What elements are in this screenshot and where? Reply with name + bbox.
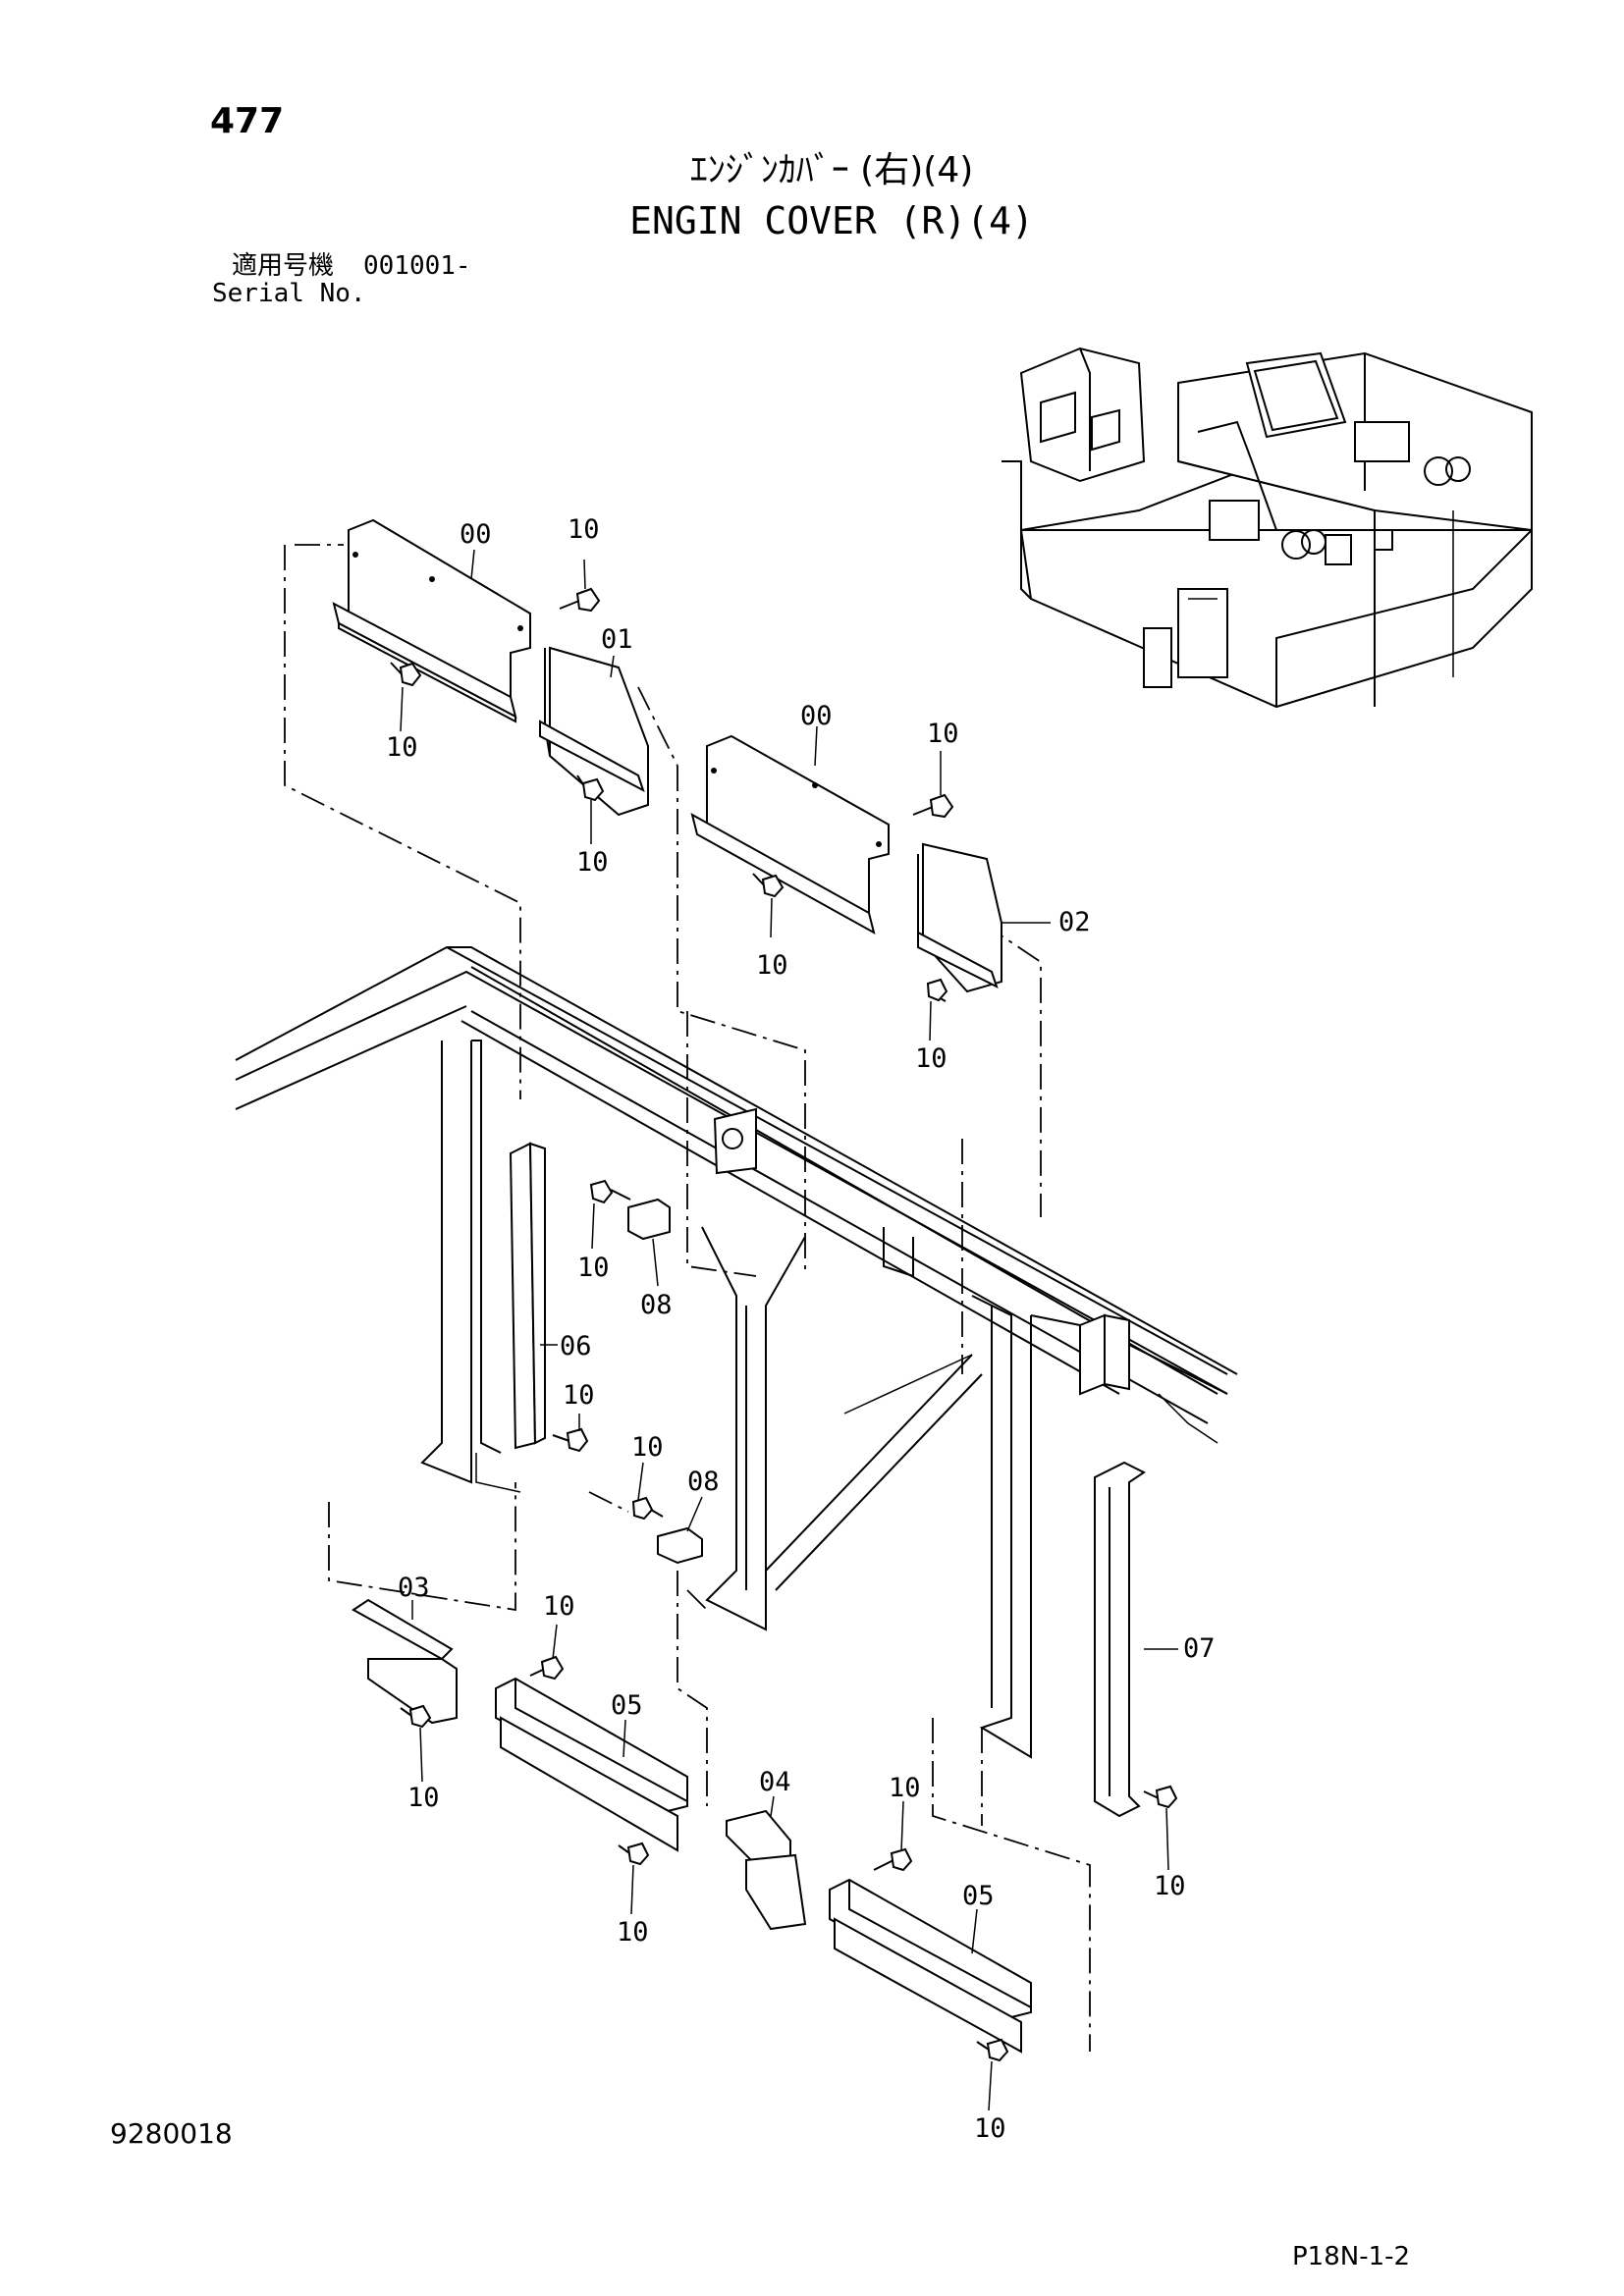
callout-label: 00	[800, 701, 833, 731]
bolt-icon	[631, 1496, 664, 1521]
part-00-cover-left	[332, 518, 531, 723]
bolt-icon	[752, 873, 785, 898]
bolt-icon	[589, 1179, 631, 1204]
callout-label: 10	[631, 1432, 664, 1463]
callout-label: 08	[687, 1467, 720, 1497]
callout-label: 10	[563, 1380, 595, 1411]
leader-lines	[400, 549, 1178, 2111]
machine-overview-illustration	[1001, 347, 1533, 709]
callout-label: 10	[915, 1043, 947, 1074]
callout-label: 07	[1183, 1633, 1216, 1664]
title-japanese: ｴﾝｼﾞﾝｶﾊﾞｰ (右)(4)	[689, 150, 974, 190]
callout-label: 01	[601, 624, 633, 655]
callout-labels: 00 10 10 01 10 00 10 10 02 10 10 08 06 1…	[386, 514, 1216, 2144]
part-02-bracket-right	[917, 842, 1002, 993]
page-code: P18N-1-2	[1292, 2242, 1411, 2271]
callout-label: 10	[974, 2113, 1006, 2144]
bolt-icon	[976, 2038, 1009, 2062]
part-08-bracket-lower	[657, 1526, 703, 1565]
callout-label: 04	[759, 1767, 791, 1797]
part-05-rail-left	[495, 1677, 688, 1852]
bolt-icon	[390, 662, 422, 687]
callout-label: 08	[640, 1290, 673, 1320]
callout-label: 10	[568, 514, 600, 545]
part-04-bracket	[726, 1809, 807, 1931]
serial-label-english: Serial No.	[212, 279, 366, 308]
callout-label: 06	[560, 1331, 592, 1362]
title-english: ENGIN COVER (R)(4)	[629, 199, 1034, 242]
bolt-icon	[559, 587, 601, 613]
callout-label: 10	[1154, 1871, 1186, 1901]
page-number: 477	[210, 101, 285, 141]
bolt-icon	[926, 978, 948, 1002]
bolt-icon	[576, 774, 605, 802]
bolt-icon	[1143, 1785, 1178, 1809]
callout-label: 10	[543, 1591, 575, 1622]
callout-label: 10	[576, 847, 609, 878]
callout-label: 05	[962, 1881, 995, 1911]
bolt-icon	[529, 1655, 565, 1681]
part-03-bracket	[352, 1598, 458, 1725]
part-08-bracket-upper	[627, 1198, 671, 1241]
document-number: 9280018	[110, 2117, 233, 2150]
part-05-rail-right	[829, 1878, 1032, 2054]
bolt-icon	[912, 793, 954, 819]
bolt-icon	[400, 1704, 432, 1729]
engine-frame-structure	[235, 544, 1238, 2052]
serial-label-japanese: 適用号機	[232, 251, 335, 281]
part-00-cover-middle	[690, 734, 890, 934]
callout-label: 10	[927, 719, 959, 749]
callout-label: 10	[407, 1783, 440, 1813]
callout-label: 10	[756, 950, 788, 981]
serial-value: 001001-	[363, 251, 471, 281]
part-06-vertical-rail	[509, 1142, 546, 1450]
callout-label: 10	[577, 1253, 610, 1283]
callout-label: 10	[617, 1917, 649, 1948]
callout-label: 02	[1058, 907, 1091, 937]
callout-label: 10	[889, 1773, 921, 1803]
callout-label: 00	[460, 519, 492, 550]
bolt-icon	[618, 1842, 650, 1866]
bolt-icon	[873, 1847, 913, 1872]
bolt-group	[390, 587, 1178, 2062]
callout-label: 03	[398, 1573, 430, 1603]
part-07-vertical-rail	[1094, 1461, 1146, 1818]
part-01-bracket-left	[539, 646, 649, 817]
callout-label: 05	[611, 1690, 643, 1721]
callout-label: 10	[386, 732, 418, 763]
bolt-icon	[552, 1427, 589, 1453]
